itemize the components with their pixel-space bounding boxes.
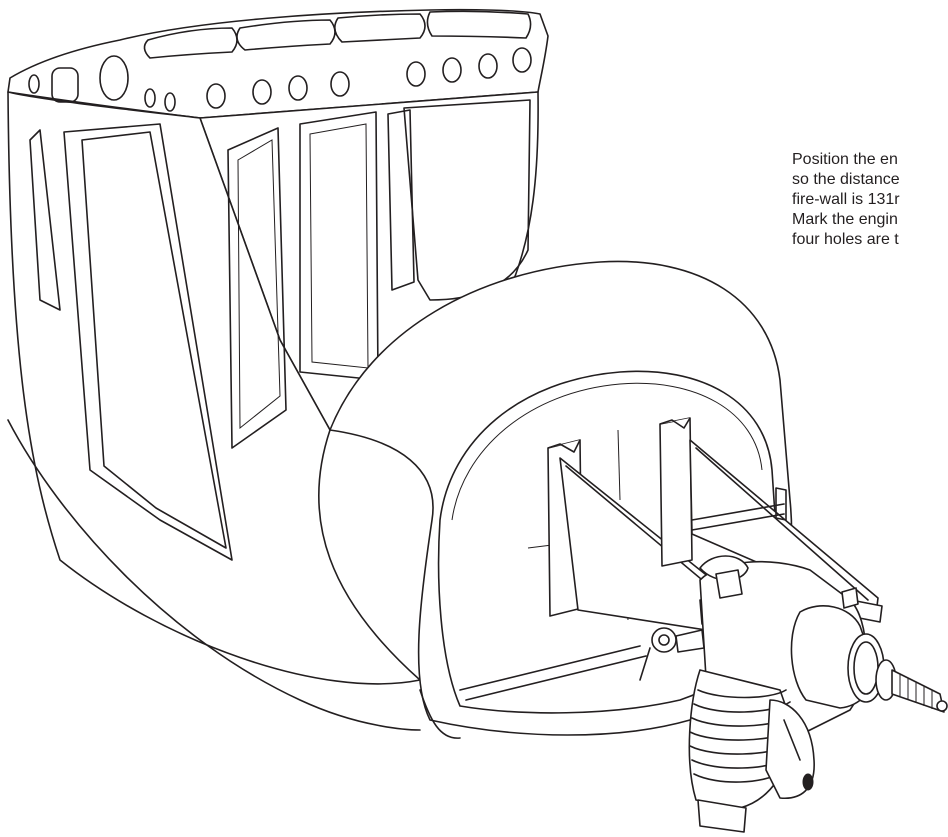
instruction-line-1: Position the en <box>792 151 898 168</box>
assembly-instruction-text: Position the en so the distance fire-wal… <box>792 150 948 250</box>
instruction-line-5: four holes are t <box>792 231 899 248</box>
fuselage-frame-icon <box>7 8 549 731</box>
instruction-line-2: so the distance <box>792 171 900 188</box>
instruction-line-3: fire-wall is 131r <box>792 191 900 208</box>
instruction-line-4: Mark the engin <box>792 211 898 228</box>
glow-engine-icon <box>639 555 948 833</box>
